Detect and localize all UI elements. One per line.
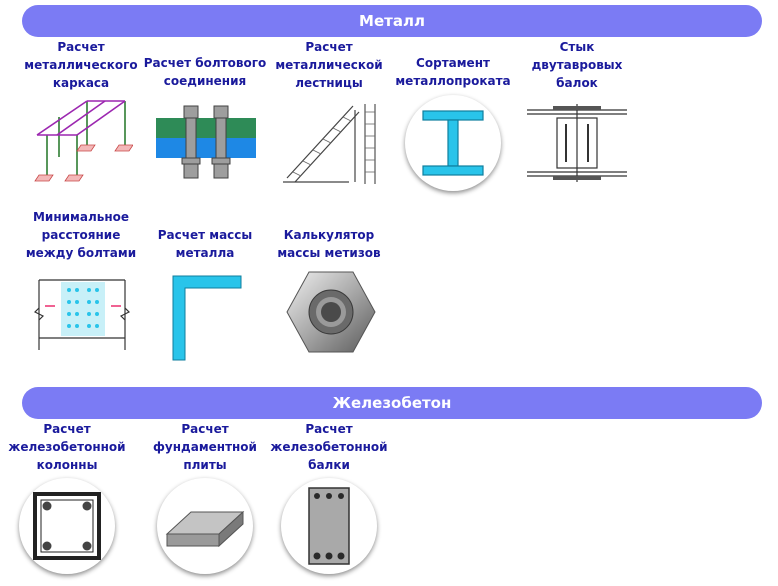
angle-profile-icon — [171, 274, 243, 362]
card-label: Расчет железобетонной колонны — [8, 422, 126, 472]
section-title: Железобетон — [332, 394, 452, 412]
card-angle-profile[interactable]: Расчет массы металла — [143, 208, 267, 361]
section-header-metal: Металл — [22, 5, 762, 37]
card-i-beam[interactable]: Сортамент металлопроката — [391, 38, 515, 191]
card-steel-frame[interactable]: Расчет металлического каркаса — [19, 38, 143, 188]
rc-column-section-icon — [19, 478, 115, 574]
bolted-joint-icon — [156, 104, 256, 182]
beam-splice-icon — [527, 100, 627, 186]
i-beam-icon — [405, 95, 501, 191]
bolt-spacing-icon — [33, 272, 131, 352]
hex-nut-icon — [283, 266, 379, 358]
section-title: Металл — [359, 12, 425, 30]
card-hex-nut[interactable]: Калькулятор массы метизов — [267, 208, 391, 358]
foundation-slab-icon — [157, 478, 253, 574]
card-label: Сортамент металлопроката — [395, 56, 511, 88]
card-rc-column[interactable]: Расчет железобетонной колонны — [5, 420, 129, 580]
card-foundation-slab[interactable]: Расчет фундаментной плиты — [143, 420, 267, 580]
steel-stair-icon — [281, 100, 379, 190]
card-label: Расчет болтового соединения — [143, 56, 267, 88]
card-bolt-spacing[interactable]: Минимальное расстояние между болтами — [19, 208, 143, 358]
card-label: Расчет железобетонной балки — [270, 422, 388, 472]
card-bolted-joint[interactable]: Расчет болтового соединения — [143, 38, 267, 188]
card-steel-stair[interactable]: Расчет металлической лестницы — [267, 38, 391, 188]
steel-frame-icon — [29, 95, 133, 190]
card-label: Расчет фундаментной плиты — [153, 422, 257, 472]
card-label: Расчет массы металла — [157, 228, 253, 260]
card-rc-beam[interactable]: Расчет железобетонной балки — [267, 420, 391, 580]
card-beam-splice[interactable]: Стык двутавровых балок — [515, 38, 639, 188]
rc-beam-section-icon — [281, 478, 377, 574]
card-label: Стык двутавровых балок — [531, 40, 623, 90]
card-label: Калькулятор массы метизов — [277, 228, 381, 260]
card-label: Минимальное расстояние между болтами — [25, 210, 137, 260]
section-header-concrete: Железобетон — [22, 387, 762, 419]
card-label: Расчет металлической лестницы — [275, 40, 383, 90]
card-label: Расчет металлического каркаса — [24, 40, 138, 90]
